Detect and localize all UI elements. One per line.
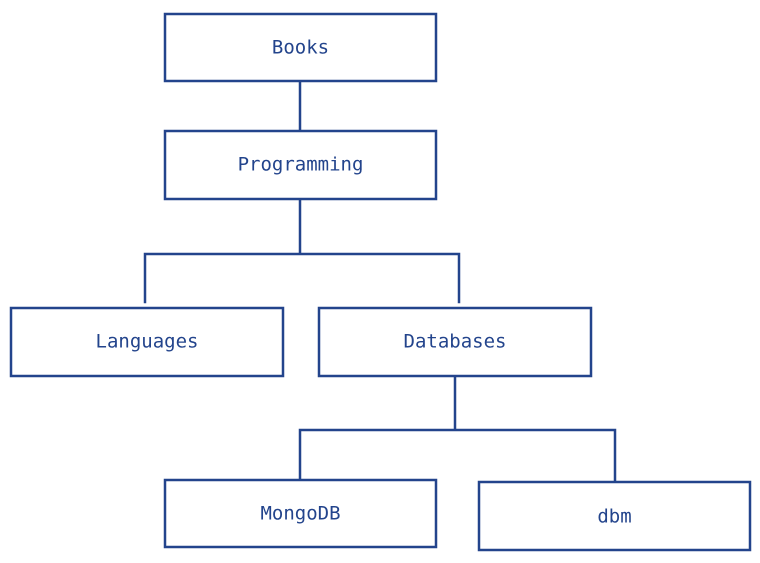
node-languages: Languages xyxy=(9,306,285,378)
node-programming-box xyxy=(163,129,438,201)
node-books: Books xyxy=(163,12,438,83)
connectors xyxy=(143,80,617,482)
edge-databases-children xyxy=(298,374,617,482)
node-dbm-label: dbm xyxy=(597,506,631,528)
node-programming: Programming xyxy=(163,129,438,201)
node-databases-box xyxy=(317,306,593,378)
node-mongodb-label: MongoDB xyxy=(260,503,340,525)
node-mongodb-box xyxy=(163,478,438,549)
node-dbm-box xyxy=(477,480,752,552)
node-databases-label: Databases xyxy=(404,331,507,353)
node-mongodb: MongoDB xyxy=(163,478,438,549)
node-languages-box xyxy=(9,306,285,378)
node-books-label: Books xyxy=(272,37,329,59)
edge-programming-children xyxy=(143,198,461,304)
node-dbm: dbm xyxy=(477,480,752,552)
node-books-box xyxy=(163,12,438,83)
node-databases: Databases xyxy=(317,306,593,378)
node-languages-label: Languages xyxy=(96,331,199,353)
node-programming-label: Programming xyxy=(238,154,364,176)
